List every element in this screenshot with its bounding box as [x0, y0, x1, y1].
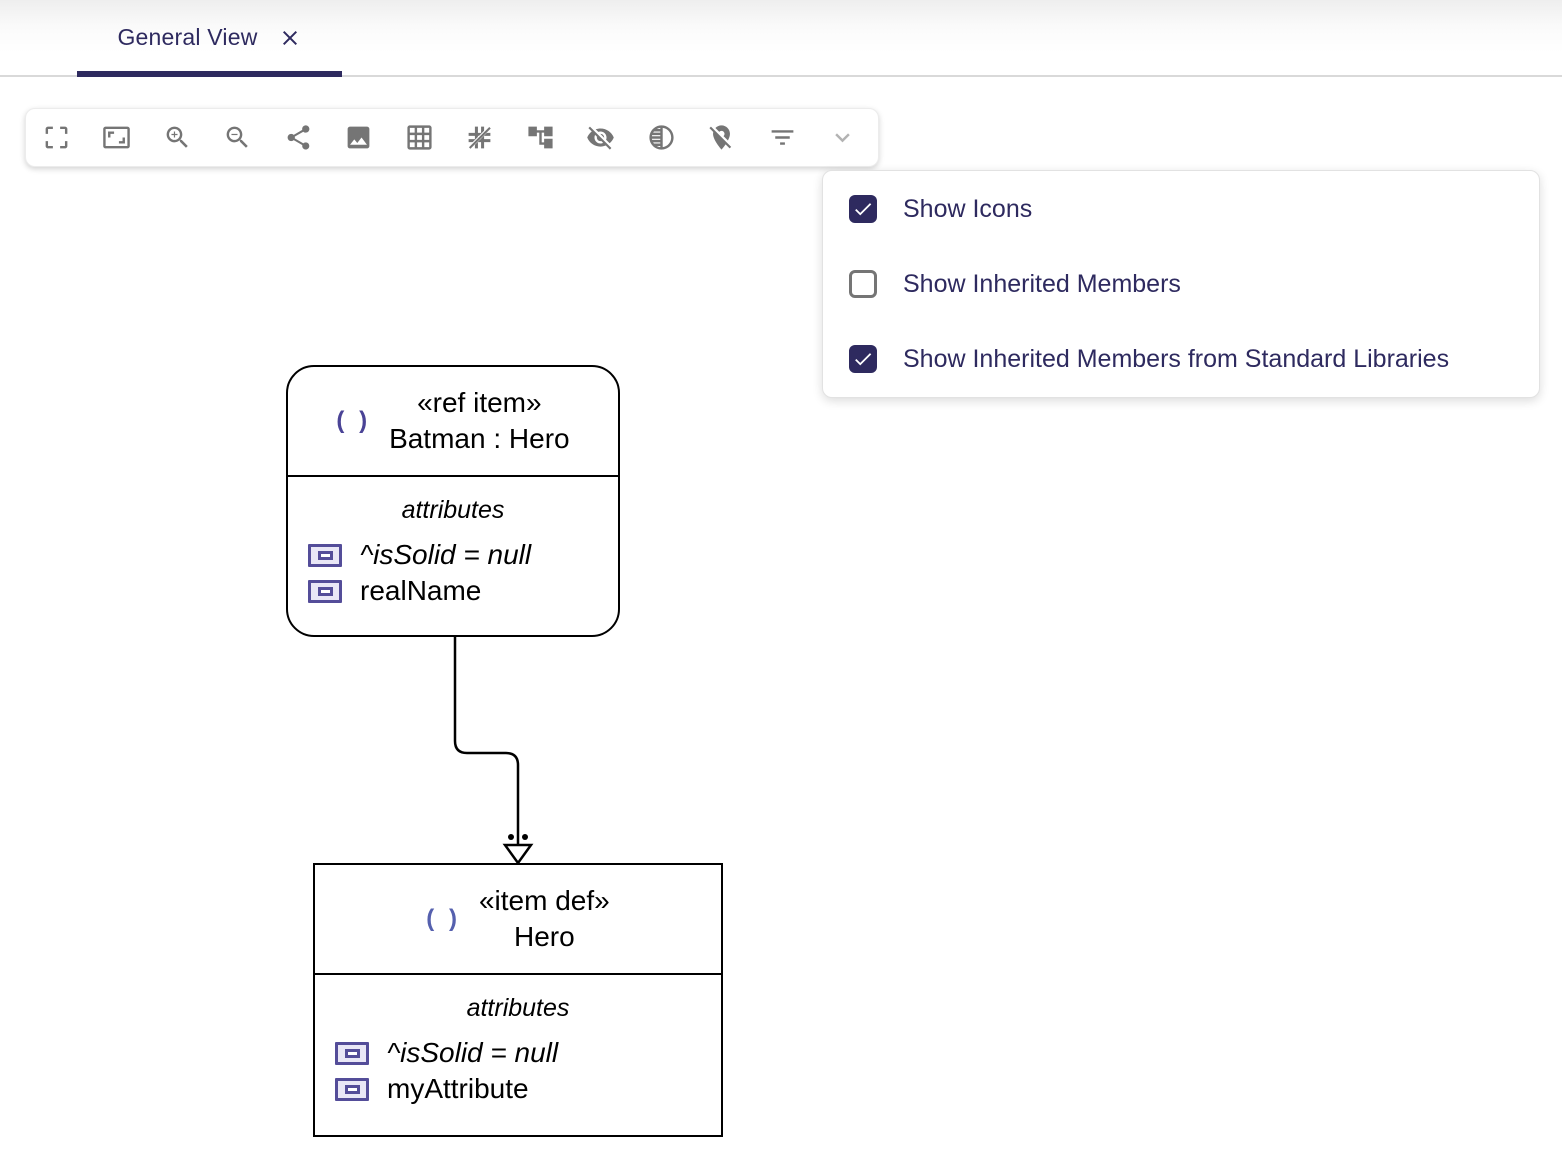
- defined-by-edge[interactable]: [400, 620, 600, 870]
- compartment-label: attributes: [401, 496, 505, 524]
- filter-menu: Show Icons Show Inherited Members Show I…: [822, 170, 1540, 398]
- checkmark-icon: [855, 203, 872, 216]
- node-name: Batman : Hero: [389, 423, 570, 454]
- edge-line[interactable]: [453, 637, 520, 844]
- attribute-icon: [335, 1041, 369, 1065]
- checkmark-icon: [855, 353, 872, 366]
- tab-bar: General View: [0, 0, 1562, 77]
- show-inherited-members-checkbox[interactable]: [849, 270, 877, 298]
- menu-item-label: Show Inherited Members from Standard Lib…: [903, 344, 1450, 373]
- attribute-row[interactable]: realName: [288, 573, 618, 609]
- zoom-in-icon[interactable]: [147, 109, 208, 166]
- fullscreen-icon[interactable]: [26, 109, 87, 166]
- attribute-text: realName: [360, 575, 482, 606]
- arrange-all-icon[interactable]: [510, 109, 571, 166]
- attribute-text: myAttribute: [387, 1073, 529, 1104]
- node-batman-ref-item[interactable]: ( ) «ref item» Batman : Hero attributes …: [286, 365, 620, 637]
- menu-item-label: Show Icons: [903, 194, 1033, 223]
- compartment-label: attributes: [466, 994, 570, 1022]
- node-header[interactable]: ( ) «item def» Hero: [315, 865, 721, 975]
- snap-to-grid-off-icon[interactable]: [450, 109, 511, 166]
- zoom-out-icon[interactable]: [208, 109, 269, 166]
- attribute-icon: [335, 1077, 369, 1101]
- attributes-compartment: attributes ^isSolid = null myAttribute: [315, 975, 721, 1107]
- attribute-icon: [308, 543, 342, 567]
- node-stereotype: «item def»: [478, 885, 610, 916]
- node-header[interactable]: ( ) «ref item» Batman : Hero: [288, 367, 618, 477]
- attribute-text: ^isSolid = null: [387, 1037, 559, 1068]
- defined-by-dot: [522, 834, 528, 840]
- show-icons-checkbox[interactable]: [849, 195, 877, 223]
- export-image-icon[interactable]: [329, 109, 390, 166]
- expand-toolbar-chevron-icon[interactable]: [813, 109, 874, 166]
- filter-item-show-icons[interactable]: Show Icons: [849, 195, 1513, 223]
- fade-elements-icon[interactable]: [631, 109, 692, 166]
- attribute-row[interactable]: ^isSolid = null: [315, 1035, 721, 1071]
- attributes-compartment: attributes ^isSolid = null realName: [288, 477, 618, 609]
- attribute-icon: [308, 579, 342, 603]
- grid-on-icon[interactable]: [389, 109, 450, 166]
- filter-item-show-inherited-members[interactable]: Show Inherited Members: [849, 270, 1513, 298]
- item-def-icon: ( ): [426, 905, 461, 932]
- diagram-toolbar: [25, 108, 879, 167]
- close-icon[interactable]: [278, 26, 302, 50]
- attribute-text: ^isSolid = null: [360, 539, 532, 570]
- item-usage-icon: ( ): [336, 407, 372, 434]
- node-stereotype: «ref item»: [417, 387, 542, 418]
- defined-by-dot: [508, 834, 514, 840]
- unpin-elements-icon[interactable]: [692, 109, 753, 166]
- hide-elements-icon[interactable]: [571, 109, 632, 166]
- node-hero-item-def[interactable]: ( ) «item def» Hero attributes ^isSolid …: [313, 863, 723, 1137]
- filter-item-show-inherited-members-std-libs[interactable]: Show Inherited Members from Standard Lib…: [849, 345, 1513, 373]
- active-tab-indicator: [77, 71, 342, 77]
- menu-item-label: Show Inherited Members: [903, 269, 1181, 298]
- tab-general-view[interactable]: General View: [77, 0, 342, 77]
- attribute-row[interactable]: ^isSolid = null: [288, 537, 618, 573]
- node-name: Hero: [513, 921, 575, 952]
- attribute-row[interactable]: myAttribute: [315, 1071, 721, 1107]
- open-triangle-arrowhead: [502, 843, 534, 866]
- fit-to-screen-icon[interactable]: [87, 109, 148, 166]
- share-icon[interactable]: [268, 109, 329, 166]
- filter-elements-icon[interactable]: [752, 109, 813, 166]
- show-inherited-members-std-libs-checkbox[interactable]: [849, 345, 877, 373]
- tab-label: General View: [117, 24, 258, 50]
